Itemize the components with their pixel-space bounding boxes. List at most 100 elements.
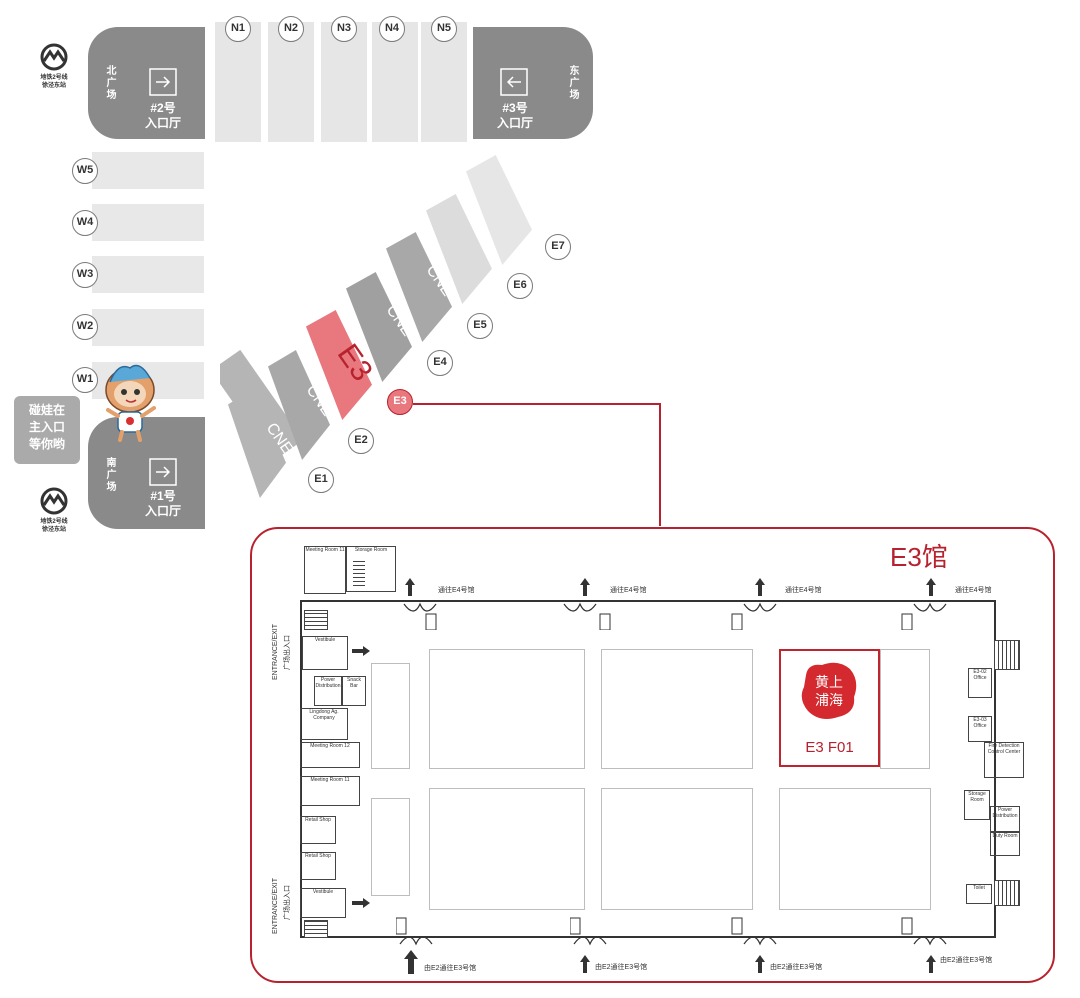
gate-icon xyxy=(570,917,607,946)
hall-badge: W2 xyxy=(72,314,98,340)
meeting-room-12: Meeting Room 12 xyxy=(300,742,360,768)
power-distribution-right: Power Distribution xyxy=(990,806,1020,832)
hall-badge: W1 xyxy=(72,367,98,393)
entrance-hall-name: #1号 入口厅 xyxy=(133,489,193,519)
office-e3-02: E3-02 Office xyxy=(968,668,992,698)
hall-badge-selected[interactable]: E3 xyxy=(387,389,413,415)
entrance-cn-label-top: 广场出入口 xyxy=(284,635,291,670)
hall-badge: E7 xyxy=(545,234,571,260)
bubble-line: 主入口 xyxy=(28,420,65,434)
booth[interactable] xyxy=(601,649,753,769)
entrance-hall-number: #1号 xyxy=(150,489,176,503)
bubble-line: 碰娃在 xyxy=(28,403,65,417)
hall-n2[interactable]: N2 xyxy=(268,16,314,142)
hall-badge: E6 xyxy=(507,273,533,299)
metro-icon xyxy=(40,43,68,71)
gate-icon xyxy=(396,917,433,946)
stairs-right-top xyxy=(994,640,1020,670)
entrance-hall-3: #3号 入口厅 东广场 xyxy=(473,27,593,139)
entrance-hall-title: 入口厅 xyxy=(496,116,533,130)
hall-badge: E5 xyxy=(467,313,493,339)
hall-badge: E4 xyxy=(427,350,453,376)
up-arrow-icon xyxy=(580,955,590,973)
snack-bar: Snack Bar xyxy=(342,676,366,706)
office-e3-03: E3-03 Office xyxy=(968,716,992,742)
booth[interactable] xyxy=(429,649,585,769)
exit-arrow-icon xyxy=(500,68,528,96)
plan-title: E3馆 xyxy=(890,542,948,572)
booth[interactable] xyxy=(371,663,410,769)
up-arrow-icon xyxy=(755,955,765,973)
fire-control-center: Fire Detection Control Center xyxy=(984,742,1024,778)
entrance-hall-title: 入口厅 xyxy=(144,116,181,130)
right-arrow-icon xyxy=(352,646,370,656)
booth-e3-f01[interactable]: 黄上 浦海 E3 F01 xyxy=(779,649,880,767)
vestibule-top: Vestibule xyxy=(302,636,348,670)
hall-n5[interactable]: N5 xyxy=(421,16,467,142)
hall-badge: N1 xyxy=(225,16,251,42)
mascot-speech-bubble: 碰娃在 主入口 等你哟 xyxy=(14,396,80,464)
hall-w5[interactable]: W5 xyxy=(72,152,204,189)
gate-icon xyxy=(403,602,437,630)
hall-badge: E1 xyxy=(308,467,334,493)
metro-station-top: 地铁2号线 徐泾东站 xyxy=(28,42,80,90)
corridor-label: 由E2通往E3号馆 xyxy=(770,964,823,971)
hall-badge: N5 xyxy=(431,16,457,42)
booth[interactable] xyxy=(601,788,753,910)
entrance-hall-name: #3号 入口厅 xyxy=(485,101,545,131)
duty-room: Duty Room xyxy=(990,832,1020,856)
entrance-label-bottom: ENTRANCE/EXIT xyxy=(272,877,279,934)
entrance-label-top: ENTRANCE/EXIT xyxy=(272,623,279,680)
storage-room: Storage Room xyxy=(346,546,396,592)
north-plaza-label: 北广场 xyxy=(104,65,115,101)
up-arrow-icon xyxy=(404,950,418,974)
entrance-hall-title: 入口厅 xyxy=(144,504,181,518)
hall-badge: N3 xyxy=(331,16,357,42)
hall-n3[interactable]: N3 xyxy=(321,16,367,142)
booth[interactable] xyxy=(779,788,931,910)
stairs-left-top xyxy=(304,610,328,630)
entrance-cn-label-bottom: 广场出入口 xyxy=(284,885,291,920)
hall-outline xyxy=(300,600,996,938)
metro-line-label: 地铁2号线 xyxy=(40,519,68,525)
up-arrow-icon xyxy=(926,578,936,596)
toilet-right: Toilet xyxy=(966,884,992,904)
stairs-right-bottom xyxy=(994,880,1020,906)
up-arrow-icon xyxy=(580,578,590,596)
gate-icon xyxy=(563,602,611,630)
hall-badge: W4 xyxy=(72,210,98,236)
huangpu-shanghai-logo: 黄上 浦海 xyxy=(801,662,857,719)
meeting-room-11: Meeting Room 11 xyxy=(304,546,346,594)
hall-w3[interactable]: W3 xyxy=(72,256,204,293)
up-arrow-icon xyxy=(405,578,415,596)
hall-badge: W5 xyxy=(72,158,98,184)
booth[interactable] xyxy=(371,798,410,896)
retail-shop-2: Retail Shop xyxy=(300,852,336,880)
south-plaza-label: 南广场 xyxy=(104,457,115,493)
hall-badge: N4 xyxy=(379,16,405,42)
hall-w2[interactable]: W2 xyxy=(72,309,204,346)
logo-text-top: 黄上 xyxy=(815,674,843,691)
metro-icon xyxy=(40,487,68,515)
mascot-icon xyxy=(105,364,156,442)
corridor-label: 通往E4号馆 xyxy=(610,587,647,594)
metro-station-label: 徐泾东站 xyxy=(41,527,66,533)
retail-shop-1: Retail Shop xyxy=(300,816,336,844)
metro-station-bottom: 地铁2号线 徐泾东站 xyxy=(28,486,80,534)
booth-code: E3 F01 xyxy=(805,739,854,756)
gate-icon xyxy=(731,602,777,630)
hall-w4[interactable]: W4 xyxy=(72,204,204,241)
vestibule-bottom: Vestibule xyxy=(300,888,346,918)
entrance-hall-name: #2号 入口厅 xyxy=(133,101,193,131)
booth[interactable] xyxy=(429,788,585,910)
hall-n1[interactable]: N1 xyxy=(215,16,261,142)
corridor-label: 由E2通往E3号馆 xyxy=(424,965,477,972)
corridor-label: 由E2通往E3号馆 xyxy=(595,964,648,971)
e3-floor-plan-frame xyxy=(250,527,1055,983)
booth[interactable] xyxy=(880,649,930,769)
hall-n4[interactable]: N4 xyxy=(372,16,418,142)
hall-badge: W3 xyxy=(72,262,98,288)
right-arrow-icon xyxy=(352,898,370,908)
hall-badge: E2 xyxy=(348,428,374,454)
east-plaza-label: 东广场 xyxy=(567,65,578,101)
